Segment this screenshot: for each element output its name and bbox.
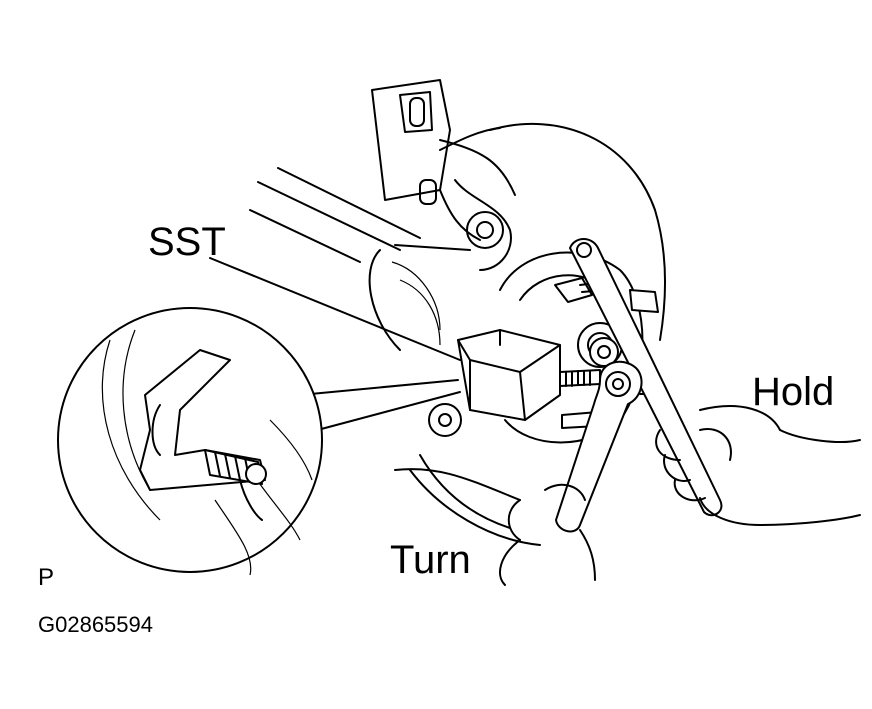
turn-label: Turn xyxy=(390,538,471,582)
brake-disc xyxy=(394,122,666,546)
leader-lines xyxy=(209,257,461,433)
holding-hand xyxy=(655,405,861,526)
hold-label: Hold xyxy=(752,370,835,414)
axle-shaft xyxy=(249,167,471,351)
steering-knuckle xyxy=(371,79,516,437)
holding-bar xyxy=(569,238,723,517)
view-code-label: P xyxy=(38,564,55,591)
turning-wrench xyxy=(555,360,643,533)
sst-tool xyxy=(457,329,561,421)
sst-label: SST xyxy=(148,220,226,264)
figure-id-label: G02865594 xyxy=(38,612,153,637)
turning-hand xyxy=(499,483,596,586)
detail-inset xyxy=(57,307,323,576)
axle-hub xyxy=(499,251,644,444)
